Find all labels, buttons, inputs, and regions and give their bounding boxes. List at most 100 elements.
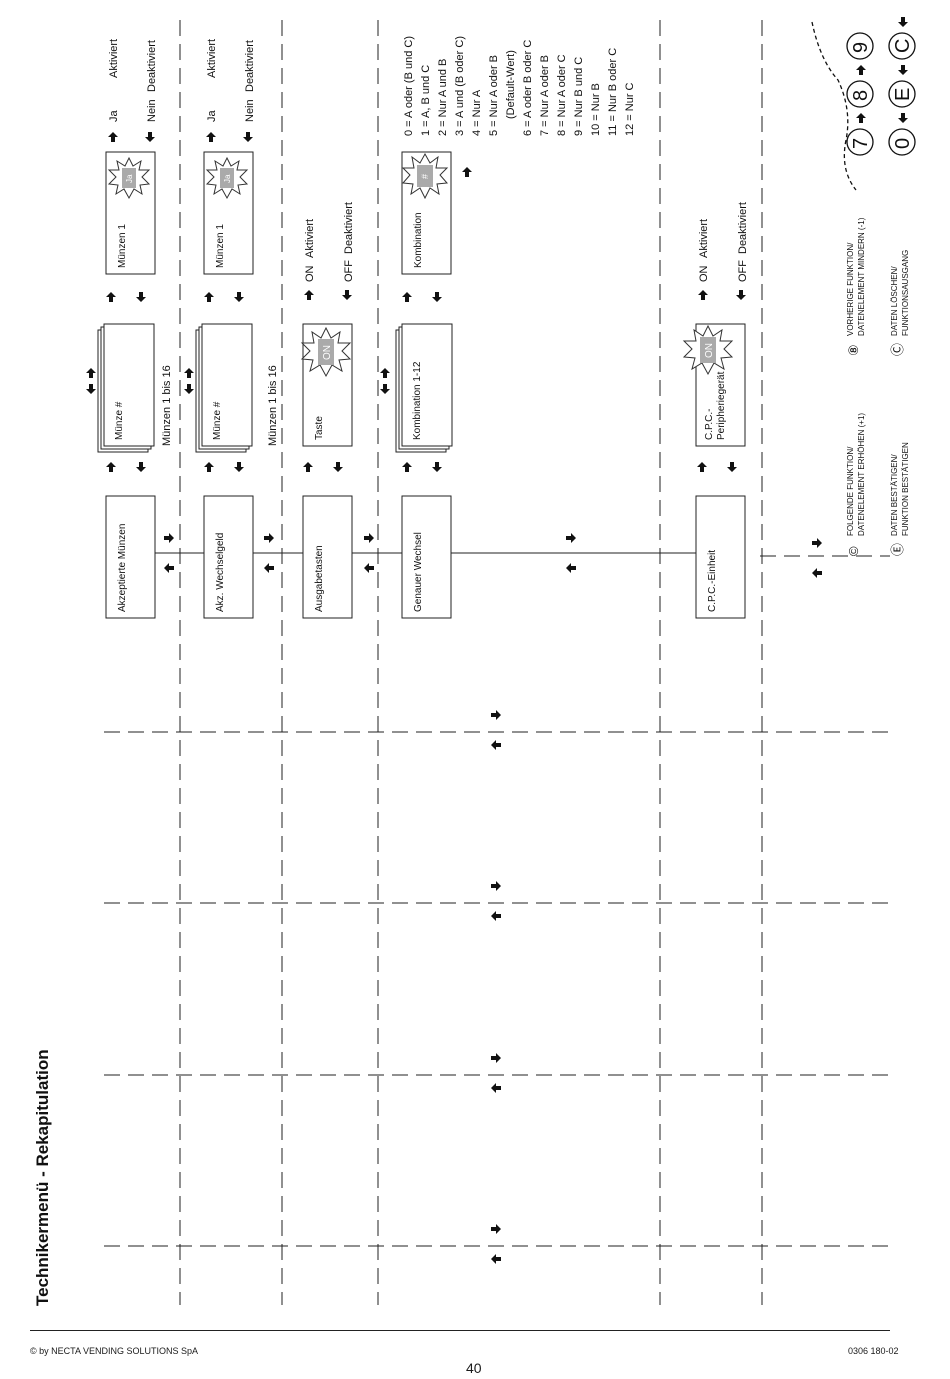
option-aktiviert-2: Aktiviert — [206, 39, 218, 78]
combination-4: 4 = Nur A — [471, 89, 483, 136]
badge-ja-2: Ja — [205, 156, 249, 200]
legend-next-line2: DATENELEMENT ERHÖHEN (+1) — [857, 413, 866, 536]
key-C[interactable] — [888, 32, 916, 60]
svg-text:ON: ON — [704, 343, 715, 358]
combination-7: 7 = Nur A oder B — [539, 55, 551, 136]
page-number: 40 — [466, 1360, 482, 1376]
legend-confirm-line1: DATEN BESTÄTIGEN/ — [890, 454, 899, 536]
options: Ja Aktiviert Nein Deaktiviert Ja Aktivie… — [108, 39, 749, 300]
option-aktiviert-1: Aktiviert — [108, 39, 120, 78]
combination-0: 0 = A oder (B und C) — [403, 36, 415, 136]
muenzen-range-1: Münzen 1 bis 16 — [161, 365, 173, 446]
footer-doc-code: 0306 180-02 — [848, 1346, 899, 1356]
combination-5-note: (Default-Wert) — [505, 50, 517, 119]
badge-on-1: ON — [300, 326, 352, 378]
sub-labels: Münze # Münze # Taste Kombination 1-12 C… — [114, 361, 727, 446]
svg-text:Ja: Ja — [223, 174, 232, 183]
combination-10: 10 = Nur B — [590, 83, 602, 136]
key-E[interactable] — [888, 80, 916, 108]
svg-text:#: # — [420, 174, 430, 179]
keypad-tear-line — [811, 21, 857, 191]
combination-11: 11 = Nur B oder C — [607, 48, 619, 136]
legend-prev-icon: ⑧ — [846, 344, 861, 356]
option-ja-2: Ja — [206, 110, 218, 123]
svg-text:ON: ON — [322, 345, 333, 360]
option-ja-1: Ja — [108, 110, 120, 123]
menu-item-akz-wechselgeld[interactable]: Akz. Wechselgeld — [215, 533, 226, 612]
key-0[interactable] — [888, 128, 916, 156]
sub-muenze-2[interactable]: Münze # — [212, 401, 223, 440]
combination-list: 0 = A oder (B und C) 1 = A, B und C 2 = … — [403, 36, 636, 136]
legend-clear-line1: DATEN LÖSCHEN/ — [890, 266, 899, 336]
key-9[interactable] — [846, 32, 874, 60]
combination-3: 3 = A und (B oder C) — [454, 36, 466, 136]
legend-confirm-line2: FUNKTION BESTÄTIGEN — [901, 442, 910, 536]
key-E-label: E — [892, 88, 914, 101]
combination-12: 12 = Nur C — [624, 82, 636, 136]
combination-2: 2 = Nur A und B — [437, 59, 449, 136]
footer-rule — [30, 1330, 890, 1331]
badges: Ja Ja ON # ON — [107, 152, 734, 378]
option-deaktiviert-1: Deaktiviert — [146, 40, 158, 92]
leaf-labels: Münzen 1 Münzen 1 Kombination — [117, 212, 424, 268]
option-nein-2: Nein — [244, 99, 256, 122]
legend-confirm-icon: Ⓔ — [890, 543, 905, 556]
option-off-deaktiviert-2: Deaktiviert — [737, 202, 749, 254]
key-7-label: 7 — [850, 138, 872, 149]
keypad — [811, 21, 916, 191]
option-on-aktiviert-1: Aktiviert — [304, 219, 316, 258]
option-off-deaktiviert-1: Deaktiviert — [343, 202, 355, 254]
menu-item-cpc-einheit[interactable]: C.P.C.-Einheit — [707, 550, 718, 612]
combination-1: 1 = A, B und C — [420, 65, 432, 136]
menu-arrows — [164, 533, 822, 1264]
menu-item-genauer-wechsel[interactable]: Genauer Wechsel — [413, 532, 424, 612]
option-on-2: ON — [698, 265, 710, 282]
badge-hash: # — [401, 152, 449, 200]
svg-text:Ja: Ja — [125, 174, 134, 183]
combination-6: 6 = A oder B oder C — [522, 40, 534, 136]
sub-cpc-line2[interactable]: Peripheriegerät — [716, 371, 727, 440]
badge-on-2: ON — [682, 324, 734, 376]
sub-muenze-1[interactable]: Münze # — [114, 401, 125, 440]
leaf-muenzen1-b[interactable]: Münzen 1 — [215, 224, 226, 268]
row-lines — [104, 555, 890, 1247]
key-8[interactable] — [846, 80, 874, 108]
legend-next-icon: © — [846, 546, 861, 556]
combination-8: 8 = Nur A oder C — [556, 54, 568, 136]
sub-kombination-range[interactable]: Kombination 1-12 — [412, 361, 423, 440]
legend-next-line1: FOLGENDE FUNKTION/ — [846, 446, 855, 536]
key-7[interactable] — [846, 128, 874, 156]
combination-5: 5 = Nur A oder B — [488, 55, 500, 136]
option-off-1: OFF — [343, 260, 355, 282]
column-lines — [179, 20, 763, 1305]
page-title: Technikermenü - Rekapitulation — [33, 1049, 52, 1306]
menu-item-akzeptierte-muenzen[interactable]: Akzeptierte Münzen — [117, 524, 128, 612]
key-9-label: 9 — [850, 42, 872, 53]
legend-prev-line1: VORHERIGE FUNKTION/ — [846, 242, 855, 336]
option-deaktiviert-2: Deaktiviert — [244, 40, 256, 92]
menu-labels: Akzeptierte Münzen Akz. Wechselgeld Ausg… — [117, 524, 718, 612]
legend-clear-icon: Ⓒ — [890, 343, 905, 356]
leaf-muenzen1-a[interactable]: Münzen 1 — [117, 224, 128, 268]
leaf-boxes — [105, 151, 452, 275]
keypad-labels: 7 8 9 0 E C — [850, 39, 914, 149]
key-0-label: 0 — [892, 138, 914, 149]
combination-9: 9 = Nur B und C — [573, 57, 585, 136]
sub-cpc-line1[interactable]: C.P.C.- — [704, 409, 715, 441]
legend: © FOLGENDE FUNKTION/ DATENELEMENT ERHÖHE… — [846, 217, 910, 556]
sub-taste[interactable]: Taste — [314, 416, 325, 440]
key-C-label: C — [892, 39, 914, 53]
menu-boxes — [105, 495, 746, 619]
legend-prev-line2: DATENELEMENT MINDERN (-1) — [857, 217, 866, 336]
option-off-2: OFF — [737, 260, 749, 282]
menu-item-ausgabetasten[interactable]: Ausgabetasten — [314, 545, 325, 612]
muenzen-range-2: Münzen 1 bis 16 — [267, 365, 279, 446]
option-on-aktiviert-2: Aktiviert — [698, 219, 710, 258]
option-on-1: ON — [304, 265, 316, 282]
option-nein-1: Nein — [146, 99, 158, 122]
footer-copyright: © by NECTA VENDING SOLUTIONS SpA — [30, 1346, 199, 1356]
legend-clear-line2: FUNKTIONSAUSGANG — [901, 250, 910, 336]
key-8-label: 8 — [850, 90, 872, 101]
leaf-kombination[interactable]: Kombination — [413, 212, 424, 268]
